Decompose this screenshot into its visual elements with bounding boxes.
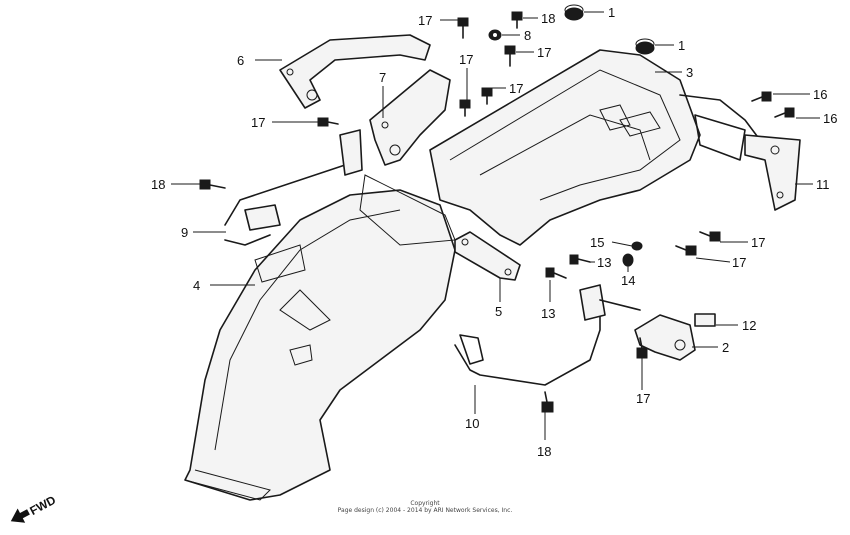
callout-10: 10	[465, 416, 479, 431]
part-bracket-6	[279, 34, 431, 109]
bolt-17-left	[317, 117, 339, 127]
callout-13a: 13	[597, 255, 611, 270]
callout-17e: 17	[251, 115, 265, 130]
bolt-17-f	[675, 245, 697, 256]
bolt-17-top	[457, 17, 469, 39]
part-seat-tray	[429, 49, 781, 246]
part-stay-10	[454, 284, 641, 386]
callout-17c: 17	[459, 52, 473, 67]
callout-3: 3	[686, 65, 693, 80]
bolt-17-b	[504, 45, 516, 67]
callout-2: 2	[722, 340, 729, 355]
callout-7: 7	[379, 70, 386, 85]
callout-16b: 16	[823, 111, 837, 126]
part-pad-12	[694, 313, 716, 327]
callout-17f: 17	[751, 235, 765, 250]
leader-lines	[171, 11, 820, 440]
bolt-13b	[545, 267, 567, 279]
nut-1b	[635, 38, 655, 55]
part-stay-9	[224, 129, 363, 246]
callout-4: 4	[193, 278, 200, 293]
bolt-17-d	[459, 99, 471, 117]
bolt-17-e	[699, 231, 721, 242]
callout-1a: 1	[608, 5, 615, 20]
callout-1b: 1	[678, 38, 685, 53]
part-rear-fender	[184, 174, 456, 501]
callout-6: 6	[237, 53, 244, 68]
bolt-13a	[569, 254, 591, 265]
callout-17g: 17	[732, 255, 746, 270]
callout-9: 9	[181, 225, 188, 240]
part-link-5	[454, 231, 521, 281]
part-bracket-11	[694, 114, 801, 211]
callout-11: 11	[816, 177, 830, 192]
part-housing-2	[634, 314, 696, 361]
forward-arrow-icon	[10, 508, 30, 523]
bolt-18-top	[511, 11, 523, 29]
nut-15	[631, 241, 643, 251]
callout-17h: 17	[636, 391, 650, 406]
fasteners	[199, 4, 795, 413]
nut-1a	[564, 4, 584, 21]
callout-16a: 16	[813, 87, 827, 102]
callout-5: 5	[495, 304, 502, 319]
bolt-16b	[774, 107, 795, 118]
callout-17d: 17	[509, 81, 523, 96]
callout-18c: 18	[537, 444, 551, 459]
callout-12: 12	[742, 318, 756, 333]
callout-18b: 18	[151, 177, 165, 192]
part-bracket-7	[369, 69, 451, 166]
callout-15: 15	[590, 235, 604, 250]
copyright-line-1: Copyright	[410, 500, 440, 507]
nut-14	[622, 253, 634, 267]
washer-8	[488, 29, 502, 41]
callout-14: 14	[621, 273, 635, 288]
bolt-17-c	[481, 87, 493, 105]
callout-8: 8	[524, 28, 531, 43]
bolt-18-bottom	[541, 391, 554, 413]
copyright-line-2: Page design (c) 2004 - 2014 by ARI Netwo…	[337, 507, 513, 514]
callout-17a: 17	[418, 13, 432, 28]
callout-labels: 1 1 2 3 4 5 6 7 8 9 10 11 12 13 13 14 15…	[151, 5, 837, 459]
callout-13b: 13	[541, 306, 555, 321]
callout-17b: 17	[537, 45, 551, 60]
bolt-16a	[751, 91, 772, 102]
callout-18a: 18	[541, 11, 555, 26]
forward-direction-indicator: FWD	[10, 493, 58, 523]
bolt-18-left	[199, 179, 226, 190]
